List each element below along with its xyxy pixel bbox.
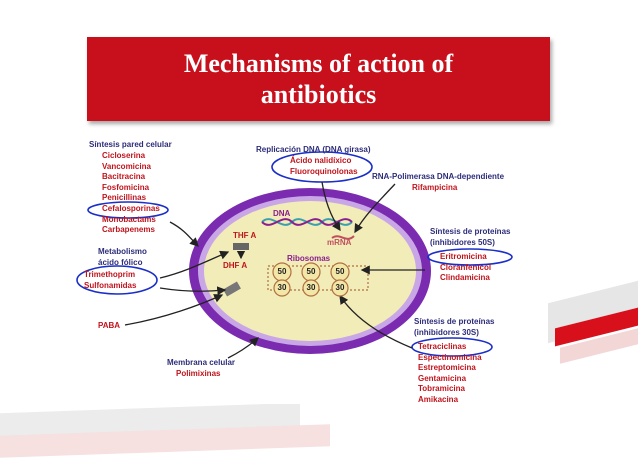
- drug-item: Fluoroquinolonas: [290, 167, 358, 178]
- drug-item: Fosfomicina: [102, 183, 160, 194]
- drug-item: Gentamicina: [418, 374, 482, 385]
- drug-item: Trimethoprim: [84, 270, 136, 281]
- cell-wall-drug-list: Cicloserina Vancomicina Bacitracina Fosf…: [102, 151, 160, 236]
- heading-line: (inhibidores 30S): [414, 328, 494, 339]
- drug-item: Clindamicina: [440, 273, 491, 284]
- mrna-label: mRNA: [327, 238, 351, 249]
- ribosome-50s-label: 50: [331, 267, 349, 276]
- ribosomes-label: Ribosomas: [287, 254, 330, 265]
- ribosome-30s-label: 30: [331, 283, 349, 292]
- protein-50s-drug-list: Eritromicina Cloranfenicol Clindamicina: [440, 252, 491, 284]
- ribosome-30s-label: 30: [273, 283, 291, 292]
- paba-label: PABA: [98, 321, 120, 332]
- rna-polymerase-heading: RNA-Polimerasa DNA-dependiente: [372, 172, 504, 183]
- cell-wall-heading: Síntesis pared celular: [89, 140, 172, 151]
- heading-line: Síntesis de proteínas: [414, 317, 494, 328]
- protein-30s-drug-list: Tetraciclinas Espectinomicina Estreptomi…: [418, 342, 482, 406]
- drug-item: Espectinomicina: [418, 353, 482, 364]
- heading-line: Metabolismo: [98, 247, 147, 258]
- membrane-heading: Membrana celular: [167, 358, 235, 369]
- heading-line: Síntesis de proteínas: [430, 227, 510, 238]
- drug-item: Amikacina: [418, 395, 482, 406]
- rna-polymerase-drug: Rifampicina: [412, 183, 457, 194]
- drug-item: Cloranfenicol: [440, 263, 491, 274]
- drug-item: Carbapenems: [102, 225, 160, 236]
- dna-label: DNA: [273, 209, 290, 220]
- folate-heading: Metabolismo ácido fólico: [98, 247, 147, 268]
- heading-line: ácido fólico: [98, 258, 147, 269]
- ribosome-50s-label: 50: [302, 267, 320, 276]
- drug-item: Eritromicina: [440, 252, 491, 263]
- drug-item: Bacitracina: [102, 172, 160, 183]
- ribosome-30s-label: 30: [302, 283, 320, 292]
- dhf-label: DHF A: [223, 261, 247, 272]
- drug-item: Cefalosporinas: [102, 204, 160, 215]
- drug-item: Estreptomicina: [418, 363, 482, 374]
- heading-line: (inhibidores 50S): [430, 238, 510, 249]
- drug-item: Vancomicina: [102, 162, 160, 173]
- drug-item: Sulfonamidas: [84, 281, 136, 292]
- folate-drug-list: Trimethoprim Sulfonamidas: [84, 270, 136, 291]
- drug-item: Tobramicina: [418, 384, 482, 395]
- protein-30s-heading: Síntesis de proteínas (inhibidores 30S): [414, 317, 494, 338]
- thf-label: THF A: [233, 231, 256, 242]
- dna-replication-drug-list: Ácido nalidíxico Fluoroquinolonas: [290, 156, 358, 177]
- drug-item: Penicillinas: [102, 193, 160, 204]
- ribosome-50s-label: 50: [273, 267, 291, 276]
- drug-item: Cicloserina: [102, 151, 160, 162]
- dna-replication-heading: Replicación DNA (DNA girasa): [256, 145, 371, 156]
- protein-50s-heading: Síntesis de proteínas (inhibidores 50S): [430, 227, 510, 248]
- drug-item: Monobactams: [102, 215, 160, 226]
- drug-item: Ácido nalidíxico: [290, 156, 358, 167]
- drug-item: Tetraciclinas: [418, 342, 482, 353]
- membrane-drug: Polimixinas: [176, 369, 220, 380]
- thf-enzyme: [233, 243, 249, 250]
